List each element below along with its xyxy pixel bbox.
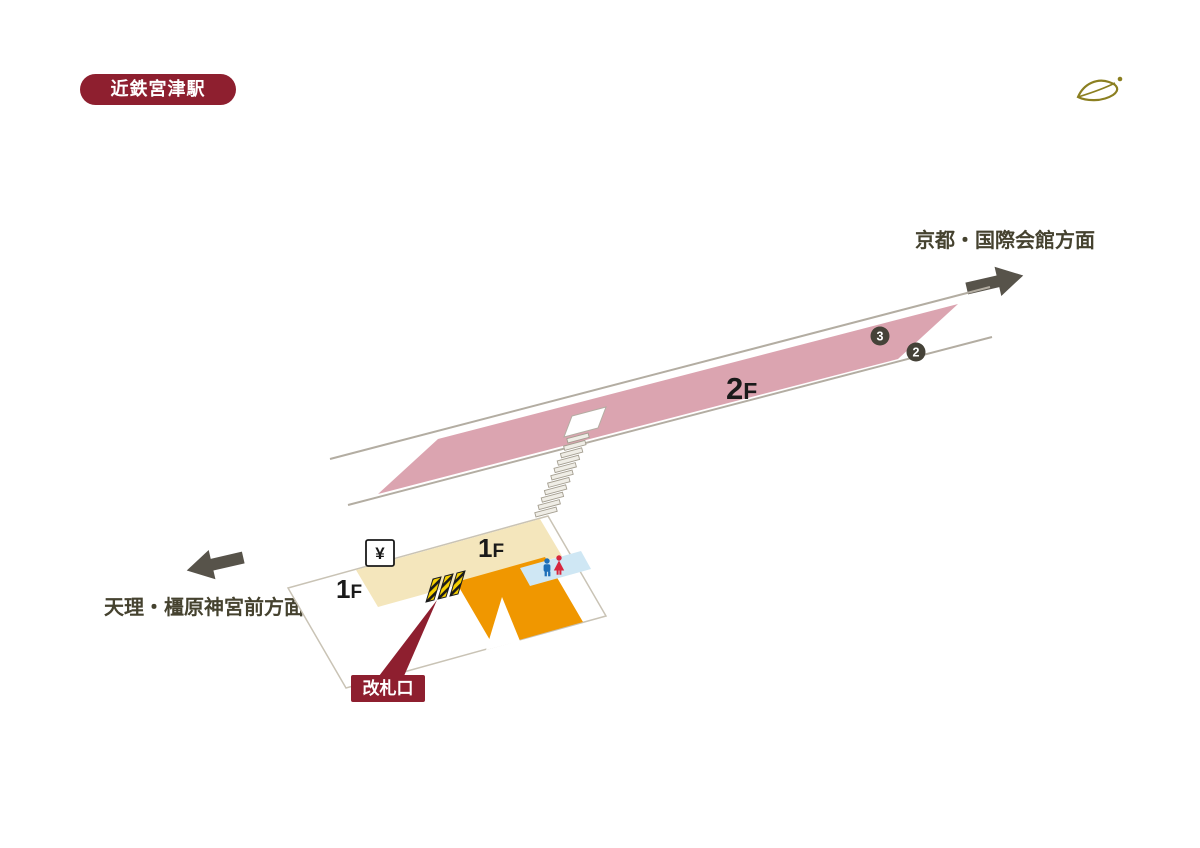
svg-text:3: 3 [877, 330, 884, 344]
track-number-badge-3: 3 [870, 326, 890, 346]
ticket-gate-bar [437, 573, 454, 600]
restroom-male-icon [543, 558, 551, 577]
svg-text:¥: ¥ [375, 544, 385, 563]
track-line-lower [347, 336, 993, 506]
direction-label-tenri: 天理・橿原神宮前方面 [104, 595, 304, 619]
site-logo-icon [1076, 76, 1123, 102]
ticket-gate-callout-arrow [379, 600, 437, 676]
stair-opening [563, 406, 607, 438]
stair-step [540, 491, 565, 503]
stair-step [556, 454, 581, 466]
staircase [534, 432, 590, 518]
stair-step [553, 462, 577, 474]
ticket-machine-icon: ¥ [365, 539, 395, 567]
direction-arrow-kyoto-icon [965, 266, 1024, 296]
restroom-area [520, 551, 591, 586]
direction-arrow-tenri-icon [186, 550, 245, 580]
stair-step [543, 484, 568, 496]
shop-area-notch [486, 597, 520, 650]
west-area-floor-label-1f: 1F [336, 574, 362, 604]
svg-text:2: 2 [913, 346, 920, 360]
ticket-gate-bar [425, 576, 442, 603]
stair-step [534, 506, 558, 518]
platform-floor-label-2f: 2F [726, 371, 757, 406]
station-badge: 近鉄宮津駅 [80, 74, 236, 105]
station-badge-label: 近鉄宮津駅 [111, 78, 206, 99]
stair-step [547, 476, 571, 488]
track-number-badge-2: 2 [906, 342, 926, 362]
direction-label-kyoto: 京都・国際会館方面 [915, 228, 1095, 252]
track-line-upper [329, 286, 991, 460]
ticket-gate-label: 改札口 [363, 678, 414, 698]
concourse-floor-label-1f: 1F [478, 533, 504, 563]
concourse-1f [356, 519, 562, 607]
platform-2f [378, 304, 958, 494]
stair-step [563, 439, 587, 451]
stair-step [566, 432, 590, 444]
ticket-gate-icon [425, 570, 466, 603]
restroom-female-icon [553, 555, 565, 575]
stair-step [559, 447, 584, 459]
stair-step [550, 469, 574, 481]
stair-step [537, 499, 561, 511]
ticket-gate-label-box: 改札口 [351, 675, 425, 702]
ticket-gate-bar [449, 570, 466, 597]
